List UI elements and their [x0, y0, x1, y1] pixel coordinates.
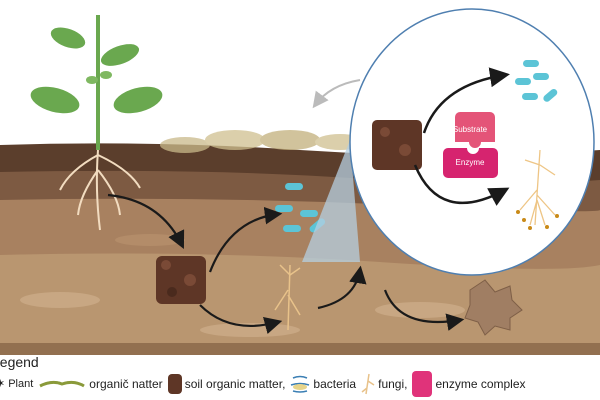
legend-enzyme-complex-icon: [412, 371, 433, 397]
callout-bacteria: [515, 60, 558, 102]
fungi: [274, 264, 301, 331]
legend-soil-organic-matter-icon: [167, 374, 182, 394]
plant-roots: [59, 149, 141, 231]
callout-substrate: [450, 112, 495, 148]
legend-soil-organic-matter: soil organic matter,: [167, 374, 286, 394]
legend-title: Legend: [0, 354, 39, 370]
legend-organic-matter-icon: [39, 380, 86, 388]
flow-arrows: [107, 193, 465, 334]
legend-organic-matter-label: organič natter: [89, 377, 163, 391]
legend-fungi-icon: [361, 373, 375, 395]
callout-enzyme: [443, 148, 498, 178]
legend-plant: ✶Plant: [0, 376, 33, 392]
legend-enzyme-complex-label: enzyme complex: [435, 377, 526, 391]
callout-fungi: [519, 149, 556, 226]
enzyme-label: Enzyme: [455, 158, 485, 167]
zoom-indicator-arrow: [312, 79, 361, 109]
legend-plant-label: Plant: [8, 378, 34, 390]
legend-bacteria-icon: [291, 375, 310, 393]
legend-bacteria: bacteria: [290, 374, 356, 394]
substrate-label: Substrate: [452, 125, 488, 134]
legend-soil-organic-matter-label: soil organic matter,: [184, 377, 286, 391]
plant: [30, 15, 163, 231]
callout-organic-matter: [372, 120, 422, 170]
plant-bullet-icon: ✶: [0, 378, 6, 390]
zoom-cone: [302, 140, 360, 262]
legend-organic-matter: organič natter: [38, 376, 163, 392]
legend-fungi: fungi,: [361, 373, 407, 395]
legend: ✶Plant organič natter soil organic matte…: [0, 371, 600, 397]
soil-organic-matter-clump: [156, 256, 206, 304]
enzyme-residue-outline: [464, 279, 523, 336]
legend-bacteria-label: bacteria: [313, 377, 357, 391]
zoom-callout-circle: [349, 8, 595, 276]
legend-enzyme-complex: enzyme complex: [412, 371, 526, 397]
legend-fungi-label: fungi,: [378, 377, 408, 391]
